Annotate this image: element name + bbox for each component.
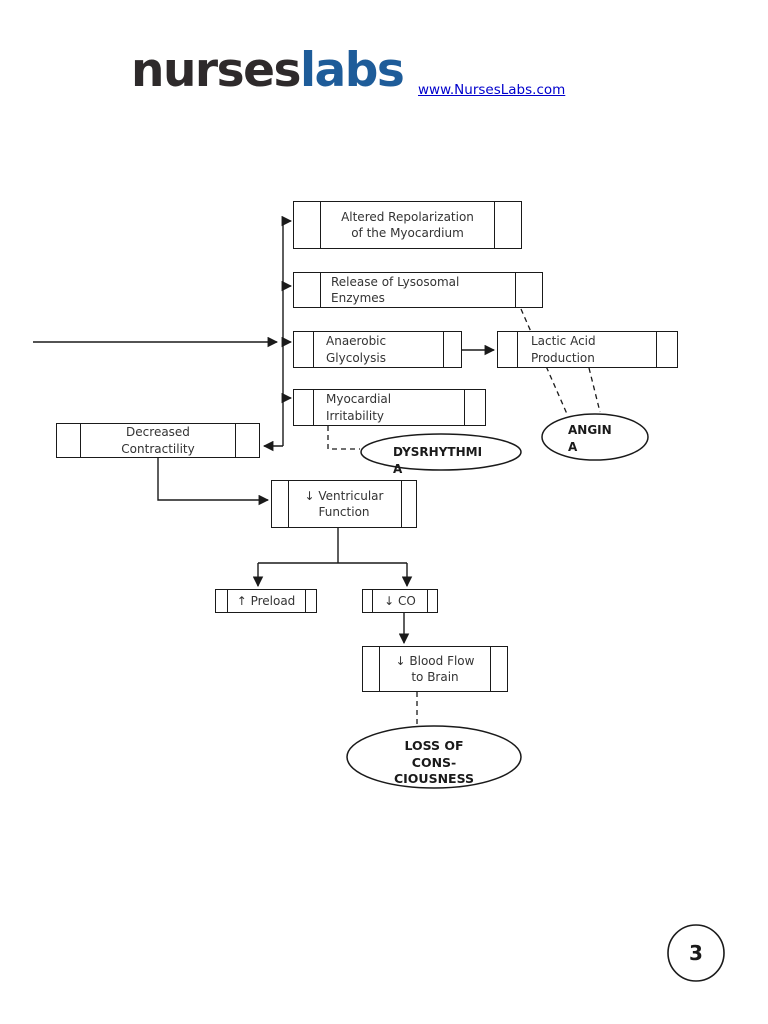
cell-divider: [320, 273, 321, 307]
cell-divider: [443, 332, 444, 367]
node-label: Decreased Contractility: [121, 425, 195, 456]
page-number-badge: 3: [689, 941, 703, 965]
cell-divider: [372, 590, 373, 612]
node-dysrhythmia-label: DYSRHYTHMI A: [393, 445, 483, 476]
node-label: ↓ CO: [384, 593, 416, 608]
logo-text-nurses: nurses: [131, 43, 301, 98]
cell-divider: [320, 202, 321, 248]
node-loss-of-consciousness-label: LOSS OF CONS- CIOUSNESS: [393, 738, 475, 786]
cell-divider: [427, 590, 428, 612]
node-myocardial-irritability: Myocardial Irritability: [293, 389, 486, 426]
cell-divider: [401, 481, 402, 527]
node-label: Altered Repolarization of the Myocardium: [341, 209, 474, 241]
cell-divider: [313, 390, 314, 425]
cell-divider: [305, 590, 306, 612]
cell-divider: [515, 273, 516, 307]
cell-divider: [235, 424, 236, 457]
nurseslabs-logo: nurseslabs: [131, 42, 405, 110]
node-label: ↑ Preload: [236, 593, 296, 608]
cell-divider: [494, 202, 495, 248]
node-release-lysosomal-enzymes: Release of Lysosomal Enzymes: [293, 272, 543, 308]
node-label: Release of Lysosomal Enzymes: [331, 274, 460, 306]
cell-divider: [656, 332, 657, 367]
node-ventricular-function: ↓ Ventricular Function: [271, 480, 417, 528]
dashed-myocardial-to-dysrhythmia: [327, 426, 360, 450]
cell-divider: [379, 647, 380, 691]
ventricular-split-line: [258, 528, 407, 564]
node-label: Lactic Acid Production: [531, 334, 596, 365]
node-angina-label: ANGIN A: [568, 423, 612, 454]
arrow-decreased-to-ventricular: [157, 458, 270, 506]
node-altered-repolarization: Altered Repolarization of the Myocardium: [293, 201, 522, 249]
node-blood-flow-to-brain: ↓ Blood Flow to Brain: [362, 646, 508, 692]
cell-divider: [517, 332, 518, 367]
cell-divider: [464, 390, 465, 425]
cell-divider: [313, 332, 314, 367]
node-label: ↓ Ventricular Function: [304, 488, 384, 520]
node-label: Myocardial Irritability: [326, 392, 392, 423]
dashed-lactic-to-angina: [588, 367, 601, 413]
cell-divider: [490, 647, 491, 691]
node-cardiac-output: ↓ CO: [362, 589, 438, 613]
cell-divider: [288, 481, 289, 527]
node-anaerobic-glycolysis: Anaerobic Glycolysis: [293, 331, 462, 368]
node-label: Anaerobic Glycolysis: [326, 334, 387, 365]
nurseslabs-url-link[interactable]: www.NursesLabs.com: [418, 82, 566, 98]
node-label: ↓ Blood Flow to Brain: [395, 653, 475, 685]
node-preload: ↑ Preload: [215, 589, 317, 613]
node-decreased-contractility: Decreased Contractility: [56, 423, 260, 458]
cell-divider: [80, 424, 81, 457]
cell-divider: [227, 590, 228, 612]
logo-text-labs: labs: [299, 43, 405, 98]
node-lactic-acid-production: Lactic Acid Production: [497, 331, 678, 368]
